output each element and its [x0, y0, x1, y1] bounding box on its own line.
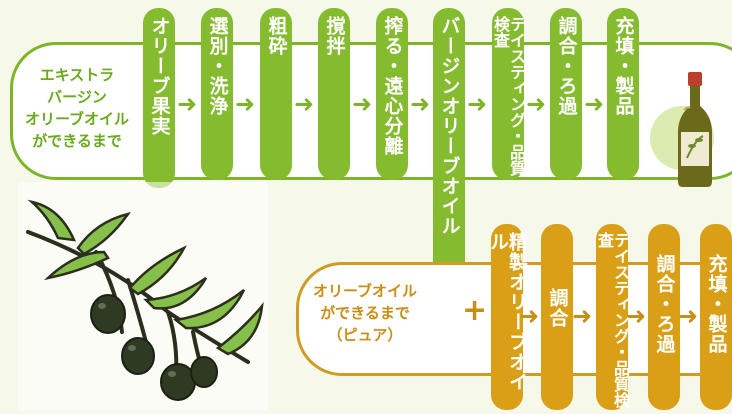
step-blending-filtering: 調合・ろ過 — [550, 8, 582, 180]
step-pure-blending-filtering: 調合・ろ過 — [648, 224, 680, 410]
arrow-right-icon: ➜ — [678, 302, 699, 330]
arrow-right-icon: ➜ — [626, 302, 647, 330]
step-pressing-centrifuge: 搾る・遠心分離 — [376, 8, 408, 180]
step-label: 充填・製品 — [705, 254, 728, 354]
arrow-right-icon: ➜ — [177, 90, 198, 118]
step-pure-filling-product: 充填・製品 — [700, 224, 732, 410]
arrow-right-icon: ➜ — [235, 90, 256, 118]
step-refined-olive-oil: 精製オリーブオイル — [487, 224, 528, 410]
step-label: 搾る・遠心分離 — [381, 16, 404, 156]
step-label: 充填・製品 — [612, 16, 635, 116]
arrow-right-icon: ➜ — [572, 302, 593, 330]
plus-icon: + — [462, 293, 488, 328]
step-blending: 調合 — [541, 224, 573, 410]
step-label: 精製オリーブオイル — [487, 232, 528, 392]
step-label: 撹拌 — [323, 16, 346, 56]
arrow-right-icon: ➜ — [467, 90, 488, 118]
extra-virgin-title-line: ができるまで — [32, 132, 122, 150]
arrow-right-icon: ➜ — [410, 90, 431, 118]
arrow-right-icon: ➜ — [526, 90, 547, 118]
arrow-right-icon: ➜ — [294, 90, 315, 118]
step-label: テイスティング・品質検査 — [595, 232, 630, 408]
step-label: 調合 — [546, 288, 569, 328]
step-crushing: 粗砕 — [260, 8, 292, 180]
extra-virgin-title-line: バージン — [47, 88, 107, 106]
step-label: 選別・洗浄 — [206, 16, 229, 116]
olive-branch-illustration — [18, 182, 268, 410]
pure-title-line: オリーブオイル — [312, 282, 418, 300]
pure-title: オリーブオイル ができるまで （ピュア） — [300, 280, 430, 346]
step-pure-tasting-inspection: テイスティング・品質検査 — [595, 224, 630, 410]
step-label: 調合・ろ過 — [555, 16, 578, 116]
step-mixing: 撹拌 — [318, 8, 350, 180]
extra-virgin-title-line: オリーブオイル — [24, 110, 130, 128]
step-label: オリーブ果実 — [148, 16, 171, 136]
extra-virgin-title-line: エキストラ — [39, 66, 115, 84]
step-label: 粗砕 — [265, 16, 288, 56]
pure-title-line: （ピュア） — [327, 326, 403, 344]
olive-oil-bottle-icon — [650, 72, 714, 187]
arrow-right-icon: ➜ — [519, 302, 540, 330]
arrow-right-icon: ➜ — [584, 90, 605, 118]
pure-title-line: ができるまで — [320, 304, 410, 322]
step-filling-product: 充填・製品 — [607, 8, 639, 180]
step-sorting-washing: 選別・洗浄 — [201, 8, 233, 180]
step-label: テイスティング・品質検査 — [491, 16, 526, 176]
step-label: バージンオリーブオイル — [438, 16, 461, 236]
step-tasting-inspection: テイスティング・品質検査 — [491, 8, 526, 180]
step-label: 調合・ろ過 — [653, 254, 676, 354]
extra-virgin-title: エキストラ バージン オリーブオイル ができるまで — [14, 64, 140, 152]
arrow-right-icon: ➜ — [352, 90, 373, 118]
step-olive-fruit: オリーブ果実 — [143, 8, 175, 188]
